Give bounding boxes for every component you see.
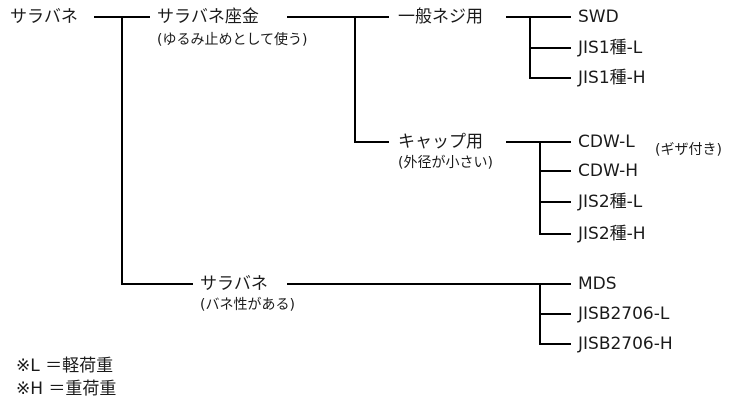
connector-jis2l <box>539 201 571 203</box>
cap-node-label: キャップ用 <box>398 132 483 152</box>
connector-general-leaves <box>506 16 571 18</box>
connector-jis1l <box>529 47 571 49</box>
leaf-swd: SWD <box>578 7 619 27</box>
leaf-jisb2706-h: JISB2706-H <box>578 334 673 354</box>
cap-node-note: (外径が小さい) <box>398 155 493 171</box>
connector-jis2h <box>539 233 571 235</box>
connector-jis1h <box>529 77 571 79</box>
leaf-jis1-l: JIS1種-L <box>578 38 643 58</box>
connector-cdwh <box>539 170 571 172</box>
leaf-mds: MDS <box>578 274 617 294</box>
connector-washer-branch <box>287 16 389 18</box>
connector-cap-vertical <box>539 141 541 235</box>
leaf-jis1-h: JIS1種-H <box>578 68 646 88</box>
connector-cap-leaves <box>506 141 571 143</box>
spring-node-label: サラバネ <box>200 274 268 294</box>
root-node-label: サラバネ <box>10 7 78 27</box>
spring-node-note: (バネ性がある) <box>200 297 295 313</box>
leaf-cdw-h: CDW-H <box>578 161 638 181</box>
general-screw-node-label: 一般ネジ用 <box>398 7 483 27</box>
washer-node-label: サラバネ座金 <box>157 7 259 27</box>
washer-node-note: (ゆるみ止めとして使う) <box>157 32 308 48</box>
leaf-jis2-h: JIS2種-H <box>578 224 646 244</box>
legend-light-load: ※L ＝軽荷重 <box>16 356 114 376</box>
connector-washer-cap <box>354 141 389 143</box>
leaf-cdw-l: CDW-L <box>578 132 635 152</box>
connector-washer-vertical <box>354 16 356 143</box>
connector-trunk-root <box>121 16 123 285</box>
connector-spring-leaves <box>287 283 571 285</box>
legend-heavy-load: ※H ＝重荷重 <box>16 379 117 399</box>
leaf-jisb2706-l: JISB2706-L <box>578 304 670 324</box>
leaf-cdw-note: (ギザ付き) <box>655 142 722 158</box>
connector-jisb-l <box>539 313 571 315</box>
connector-jisb-h <box>539 343 571 345</box>
connector-trunk-spring <box>121 283 193 285</box>
leaf-jis2-l: JIS2種-L <box>578 192 643 212</box>
